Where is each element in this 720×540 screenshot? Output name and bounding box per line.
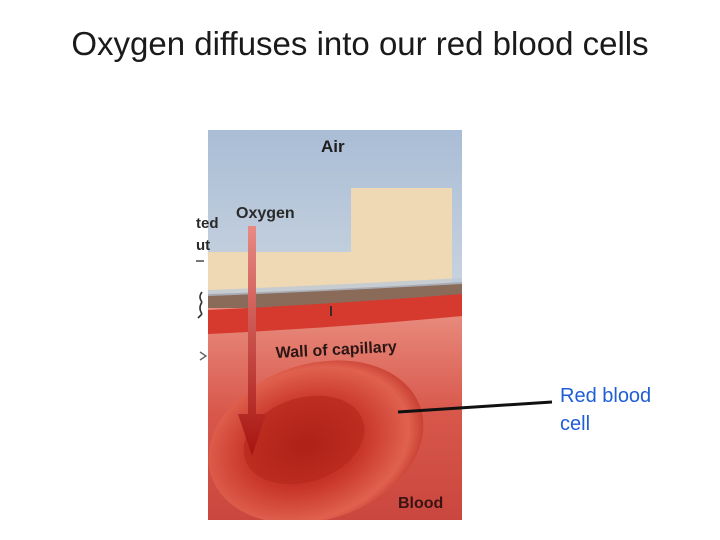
- capillary-wall: [208, 294, 462, 334]
- air-label: Air: [321, 137, 345, 156]
- callout-line-2: cell: [560, 413, 591, 435]
- oxygen-label: Oxygen: [236, 205, 295, 222]
- oxygen-arrow: [238, 226, 266, 456]
- tissue-block: [351, 188, 452, 252]
- epithelium-layer: [208, 282, 462, 312]
- cut-off-label-fragment-2: ut: [196, 237, 210, 254]
- capillary-wall-label: Wall of capillary: [275, 339, 397, 362]
- alveolus-capillary-diagram: Air Oxygen Wall of capillary Blood ted u…: [196, 122, 462, 520]
- blood-label: Blood: [398, 495, 443, 512]
- cut-off-label-fragment: ted: [196, 215, 219, 232]
- callout-line-1: Red blood: [560, 385, 652, 407]
- slide-title: Oxygen diffuses into our red blood cells: [71, 25, 649, 62]
- red-blood-cell-callout: Red blood cell: [560, 382, 690, 438]
